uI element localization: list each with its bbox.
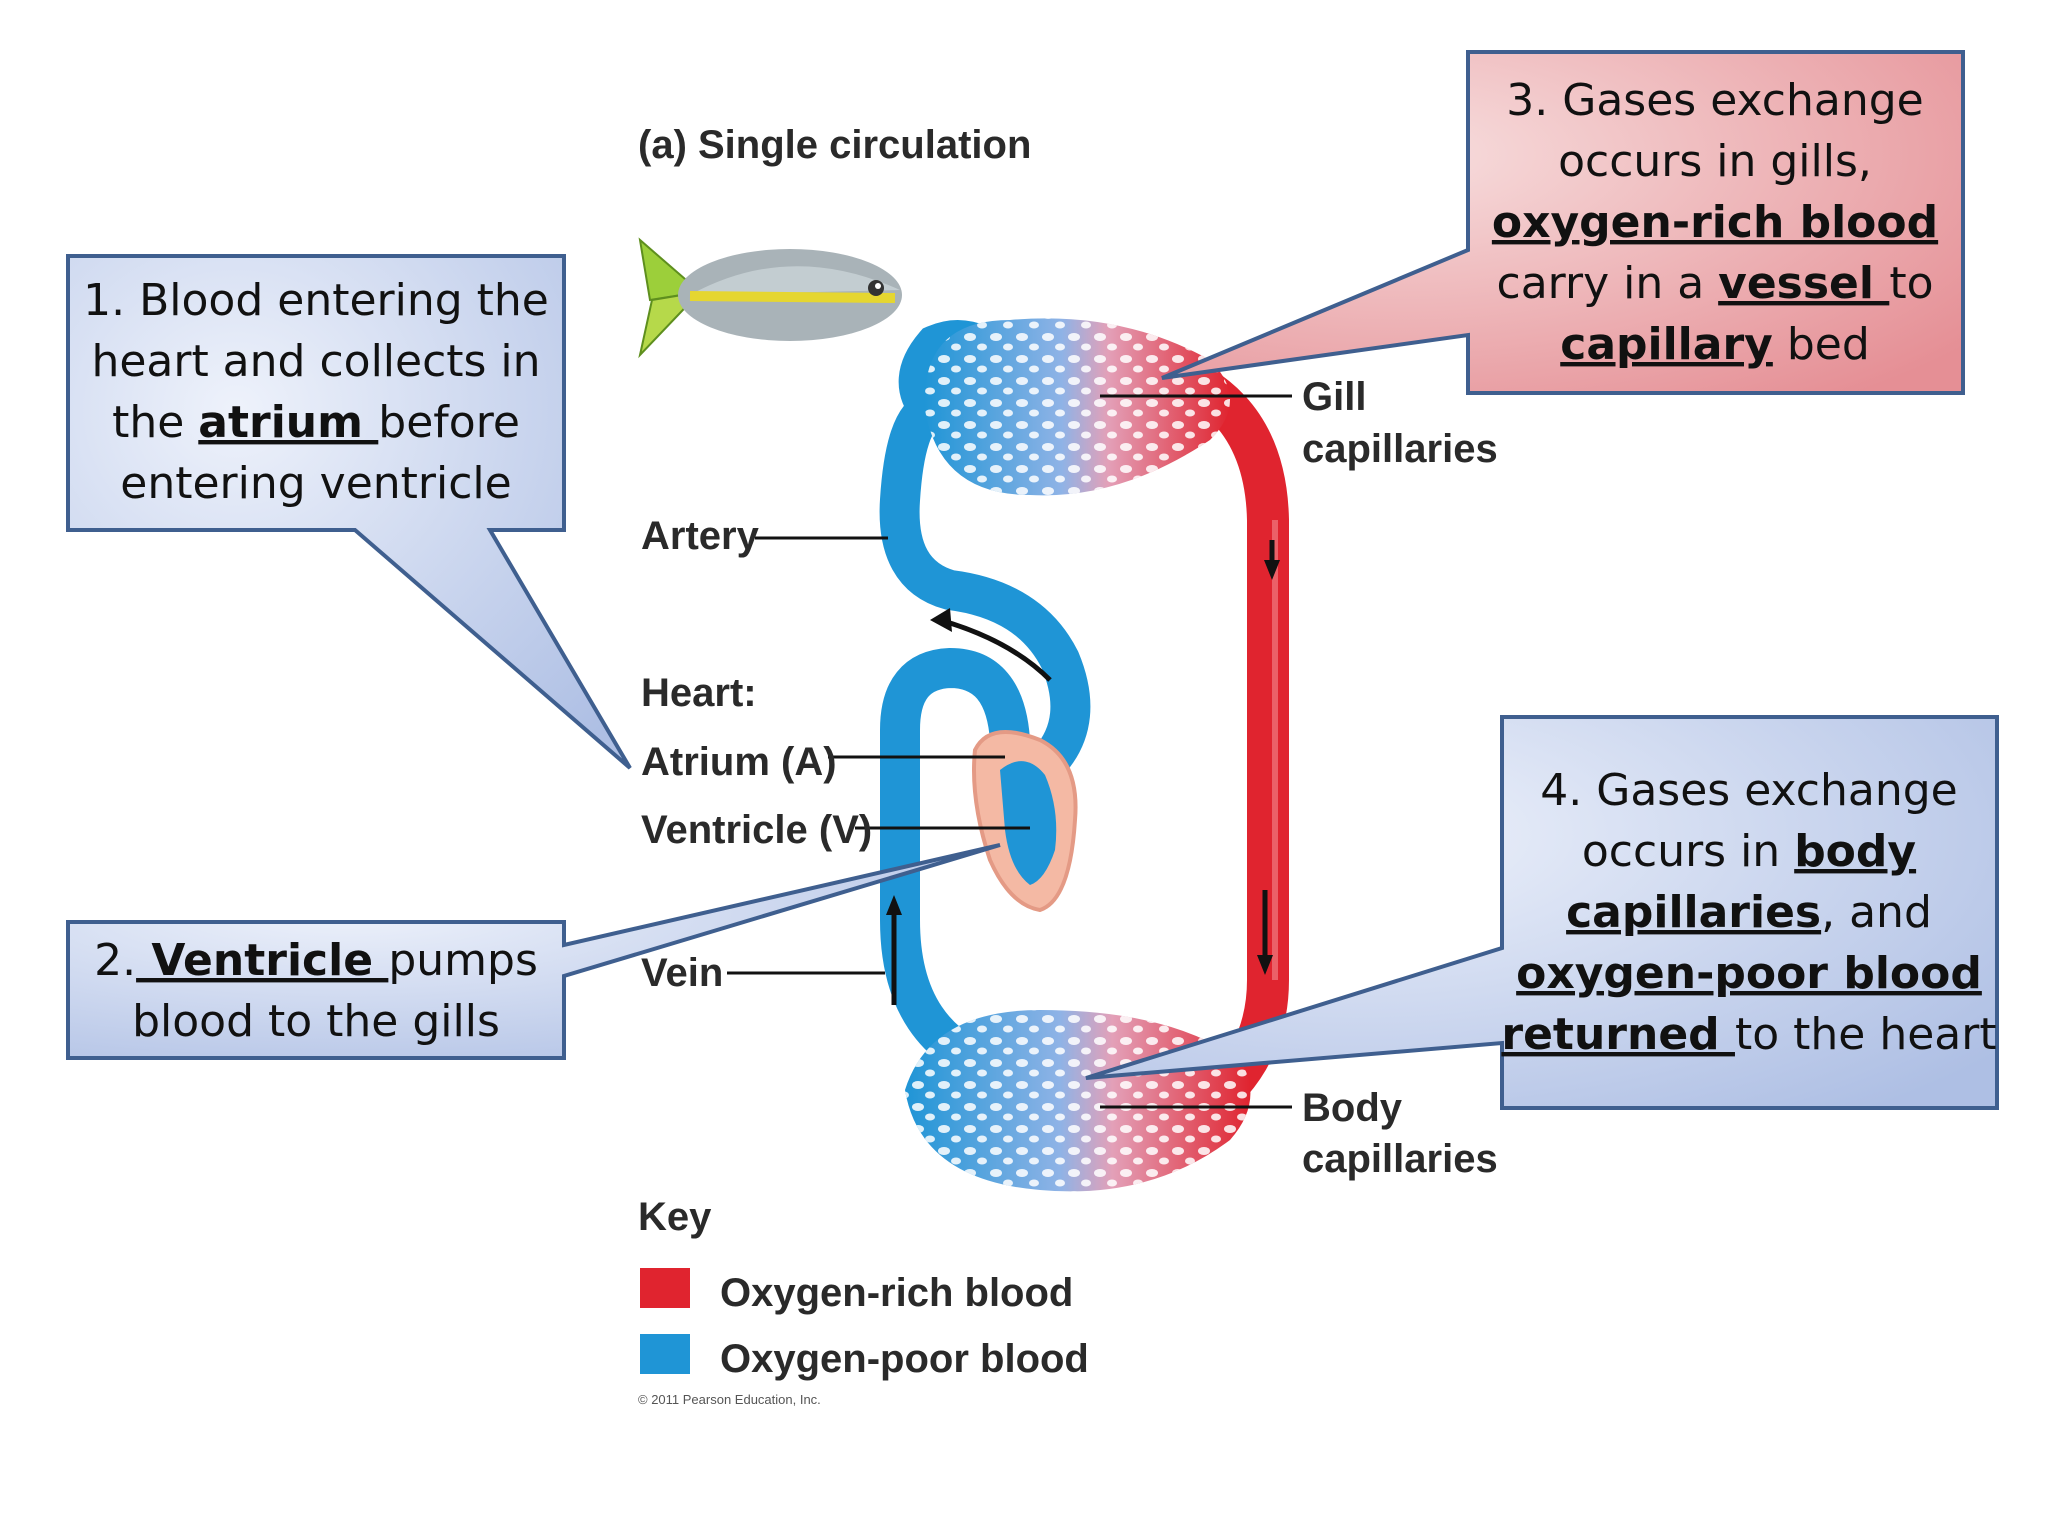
gill-capillary-bed xyxy=(924,318,1230,496)
legend-swatch-oxygen-rich xyxy=(640,1268,690,1308)
vein-label: Vein xyxy=(641,951,723,995)
vein-vessel xyxy=(880,647,1030,1090)
callout-3-line-4: carry in a vessel to xyxy=(1497,258,1934,309)
body-capillaries-label-line1: Body xyxy=(1302,1086,1403,1130)
callout-1: 1. Blood entering the heart and collects… xyxy=(66,254,632,770)
body-capillary-bed xyxy=(905,1010,1251,1192)
callout-1-line-2: heart and collects in xyxy=(91,336,540,387)
callout-4-line-4: oxygen-poor blood xyxy=(1516,948,1982,999)
artery-label: Artery xyxy=(641,514,760,558)
callout-3-line-3: oxygen-rich blood xyxy=(1492,197,1938,248)
callout-3: 3. Gases exchange occurs in gills, oxyge… xyxy=(1161,50,1965,395)
callout-4-line-5: returned to the heart xyxy=(1501,1009,1996,1060)
callout-3-line-2: occurs in gills, xyxy=(1558,136,1872,187)
heart-label: Heart: xyxy=(641,671,757,715)
ventricle-label: Ventricle (V) xyxy=(641,808,872,852)
label-leaders xyxy=(727,394,1292,1109)
gill-capillaries-label-line2: capillaries xyxy=(1302,427,1498,471)
flow-arrows xyxy=(886,540,1280,1005)
copyright-text: © 2011 Pearson Education, Inc. xyxy=(638,1392,821,1407)
legend-title: Key xyxy=(638,1195,712,1239)
legend-swatch-oxygen-poor xyxy=(640,1334,690,1374)
callout-3-line-5: capillary bed xyxy=(1560,319,1870,370)
atrium-label: Atrium (A) xyxy=(641,740,837,784)
body-capillaries-label-line2: capillaries xyxy=(1302,1137,1498,1181)
legend: Key Oxygen-rich blood Oxygen-poor blood … xyxy=(638,1195,1089,1407)
legend-label-oxygen-rich: Oxygen-rich blood xyxy=(720,1271,1073,1315)
legend-label-oxygen-poor: Oxygen-poor blood xyxy=(720,1337,1089,1381)
callout-1-line-1: 1. Blood entering the xyxy=(83,275,549,326)
callout-1-line-3: the atrium before xyxy=(112,397,520,448)
callout-2-line-2: blood to the gills xyxy=(132,996,500,1047)
gill-capillaries-label-line1: Gill xyxy=(1302,375,1366,419)
callout-4-line-2: occurs in body xyxy=(1582,826,1916,877)
callout-4-line-3: capillaries, and xyxy=(1566,887,1932,938)
callout-4-line-1: 4. Gases exchange xyxy=(1540,765,1957,816)
callout-2: 2. Ventricle pumps blood to the gills xyxy=(66,843,1001,1060)
callout-1-line-4: entering ventricle xyxy=(120,458,511,509)
callout-4: 4. Gases exchange occurs in body capilla… xyxy=(1085,715,1999,1110)
callout-2-line-1: 2. Ventricle pumps xyxy=(94,935,538,986)
diagram-title: (a) Single circulation xyxy=(638,123,1031,167)
fish-illustration xyxy=(638,237,902,359)
callout-3-line-1: 3. Gases exchange xyxy=(1506,75,1923,126)
artery-vessel xyxy=(879,320,1091,780)
heart xyxy=(972,730,1078,913)
